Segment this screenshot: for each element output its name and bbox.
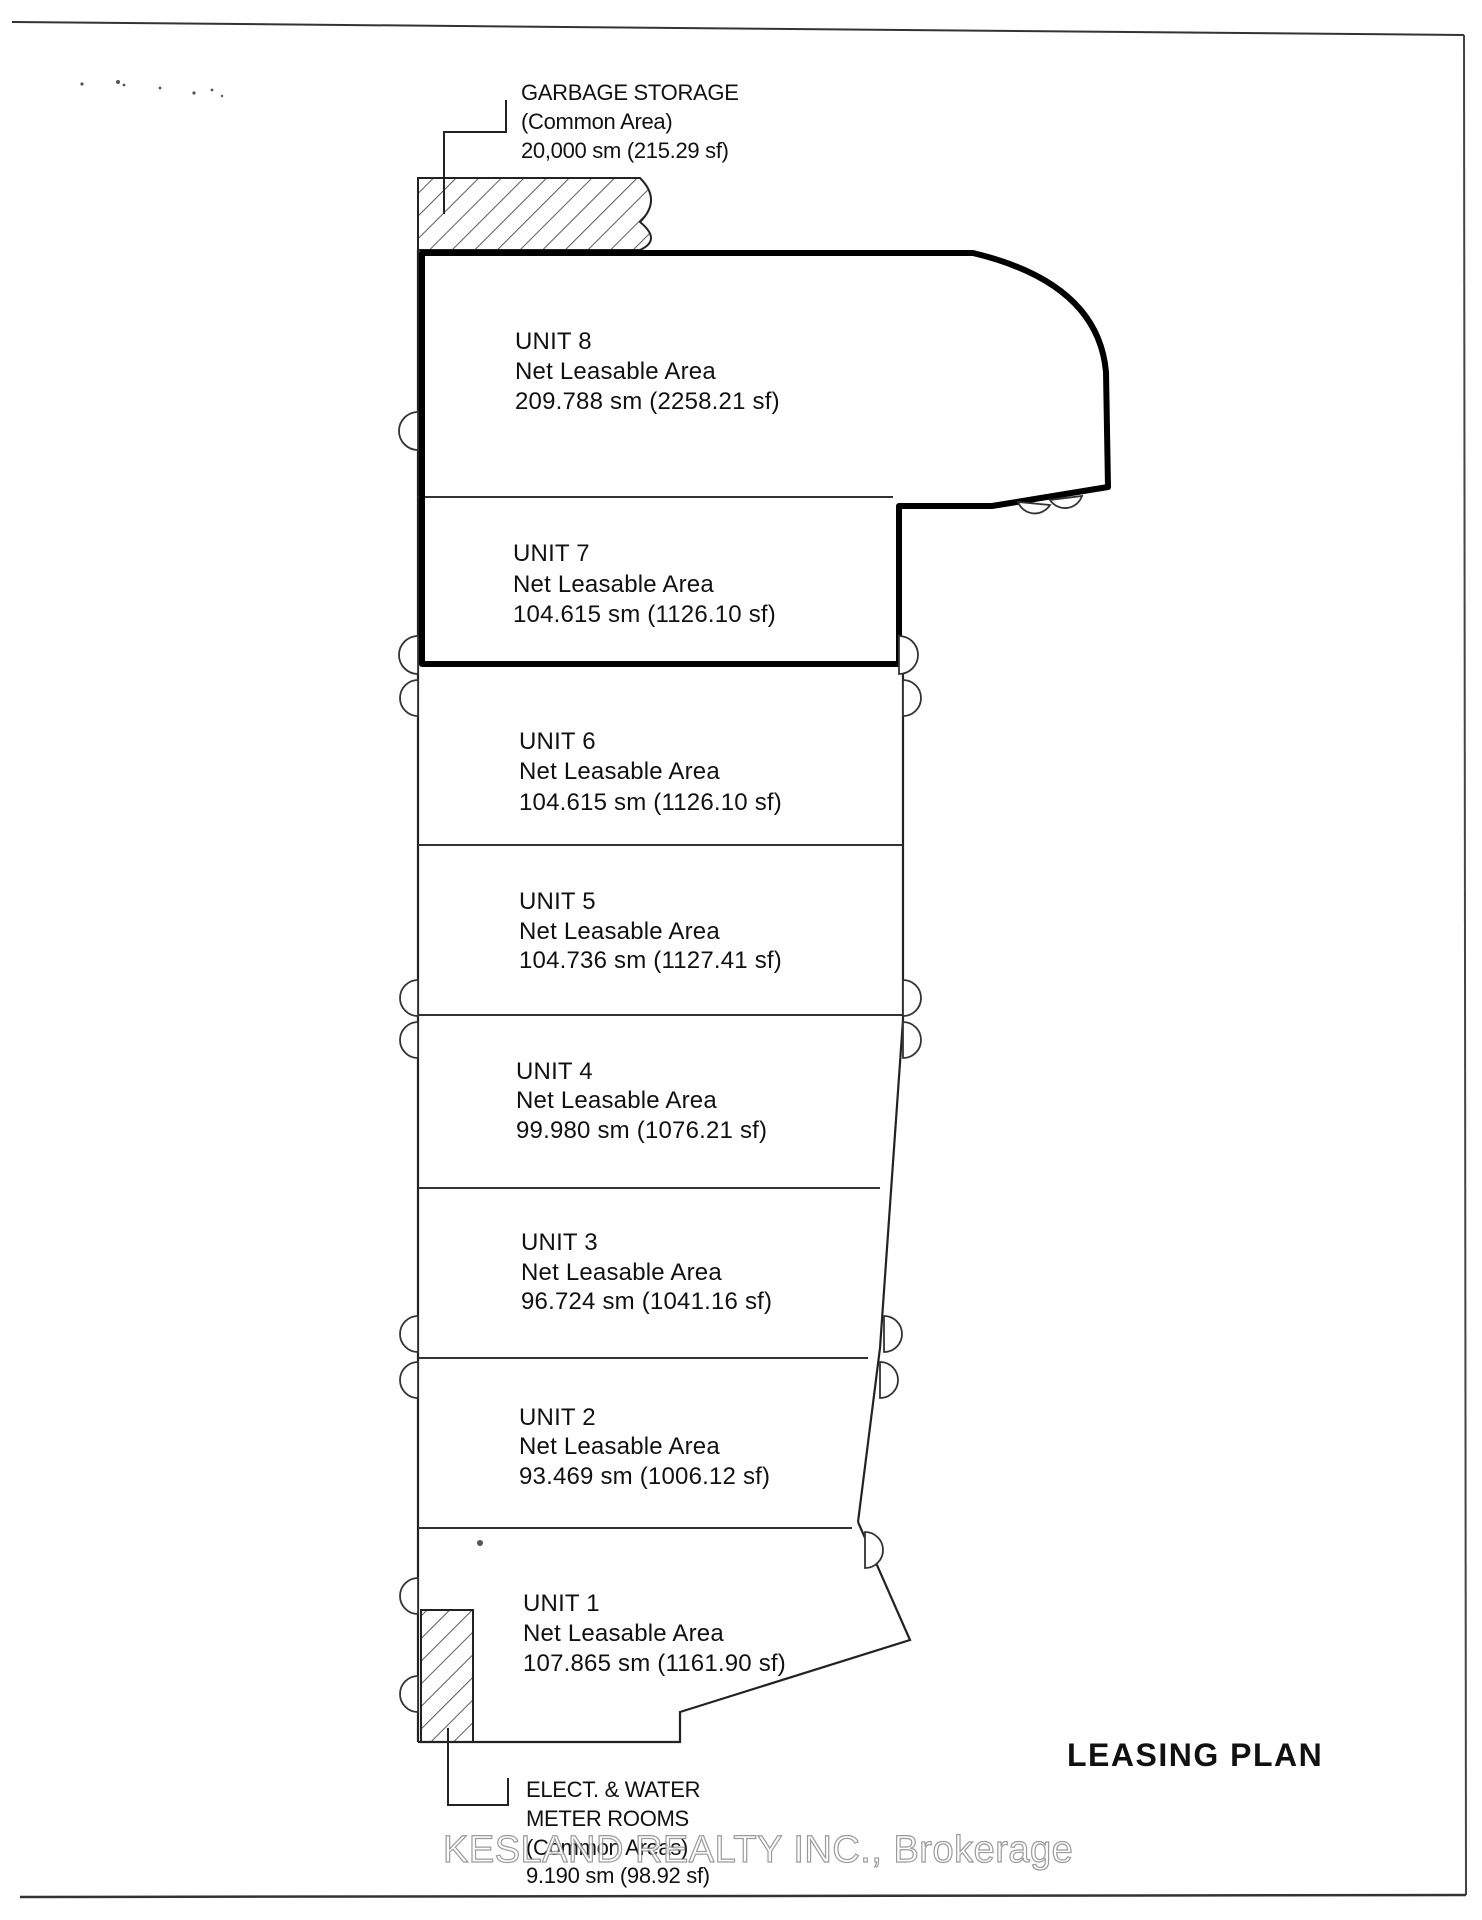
scan-specks	[80, 80, 483, 1546]
garbage-storage-area-text: 20,000 sm (215.29 sf)	[521, 138, 729, 163]
garbage-storage-area	[417, 177, 652, 251]
unit-area-label: Net Leasable Area	[521, 1259, 722, 1286]
unit-8-label: UNIT 8 Net Leasable Area 209.788 sm (225…	[515, 328, 780, 415]
unit-3-label: UNIT 3 Net Leasable Area 96.724 sm (1041…	[521, 1229, 772, 1315]
meter-rooms-line4: 9.190 sm (98.92 sf)	[526, 1863, 710, 1888]
unit-4-label: UNIT 4 Net Leasable Area 99.980 sm (1076…	[516, 1058, 767, 1144]
unit-5-label: UNIT 5 Net Leasable Area 104.736 sm (112…	[519, 888, 782, 974]
unit-area-label: Net Leasable Area	[516, 1087, 717, 1114]
meter-rooms-line2: METER ROOMS	[526, 1806, 689, 1831]
garbage-storage-title: GARBAGE STORAGE	[521, 80, 739, 105]
outer-walls	[416, 250, 912, 1744]
unit-name: UNIT 3	[521, 1229, 598, 1256]
leader-lines	[443, 100, 509, 1806]
units-7-8-outline	[419, 250, 1111, 667]
unit-area-label: Net Leasable Area	[519, 758, 720, 785]
unit-2-label: UNIT 2 Net Leasable Area 93.469 sm (1006…	[519, 1404, 770, 1490]
unit-area-label: Net Leasable Area	[515, 358, 716, 385]
unit-name: UNIT 8	[515, 328, 592, 355]
unit-area-value: 104.615 sm (1126.10 sf)	[519, 789, 782, 816]
unit-name: UNIT 2	[519, 1404, 596, 1431]
unit-area-label: Net Leasable Area	[523, 1620, 724, 1647]
watermark: KESLAND REALTY INC., Brokerage	[443, 1829, 1073, 1871]
unit-area-label: Net Leasable Area	[519, 1433, 720, 1460]
unit-area-label: Net Leasable Area	[519, 918, 720, 945]
unit-name: UNIT 1	[523, 1590, 600, 1617]
meter-rooms-line1: ELECT. & WATER	[526, 1777, 700, 1802]
unit-area-value: 209.788 sm (2258.21 sf)	[515, 388, 780, 415]
unit-area-value: 96.724 sm (1041.16 sf)	[521, 1288, 772, 1315]
unit-name: UNIT 5	[519, 888, 596, 915]
unit-area-label: Net Leasable Area	[513, 571, 714, 598]
unit-area-value: 104.615 sm (1126.10 sf)	[513, 601, 776, 628]
garbage-storage-subtitle: (Common Area)	[521, 109, 672, 134]
meter-rooms-line3: (Common Areas)	[526, 1835, 688, 1860]
page-border	[11, 21, 1467, 1899]
door-swings	[398, 411, 1084, 1713]
unit-area-value: 104.736 sm (1127.41 sf)	[519, 947, 782, 974]
unit-7-label: UNIT 7 Net Leasable Area 104.615 sm (112…	[513, 540, 776, 628]
unit-dividers	[418, 496, 903, 1529]
unit-name: UNIT 6	[519, 728, 596, 755]
page-title: LEASING PLAN	[1067, 1737, 1323, 1773]
unit-name: UNIT 4	[516, 1058, 593, 1085]
unit-area-value: 93.469 sm (1006.12 sf)	[519, 1463, 770, 1490]
unit-6-label: UNIT 6 Net Leasable Area 104.615 sm (112…	[519, 728, 782, 816]
meter-rooms-area	[420, 1609, 474, 1743]
unit-area-value: 99.980 sm (1076.21 sf)	[516, 1117, 767, 1144]
unit-1-label: UNIT 1 Net Leasable Area 107.865 sm (116…	[523, 1590, 786, 1677]
unit-name: UNIT 7	[513, 540, 590, 567]
unit-area-value: 107.865 sm (1161.90 sf)	[523, 1650, 786, 1677]
